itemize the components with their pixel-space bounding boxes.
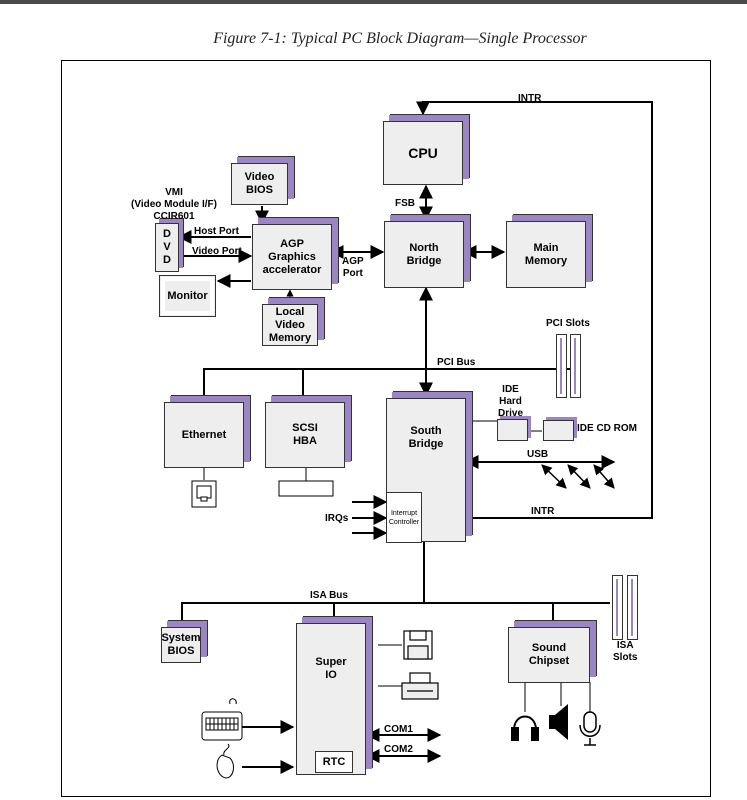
diagram-frame: [61, 60, 711, 797]
isa-bus-line: [181, 602, 610, 626]
system-bios-block: System BIOS: [161, 627, 201, 663]
pci-bus-line: [203, 368, 570, 400]
isa-slots-label: ISA Slots: [613, 640, 638, 663]
com1-label: COM1: [384, 724, 413, 735]
speaker-icon: [549, 704, 568, 740]
vmi-label: VMI (Video Module I/F) CCIR601: [131, 187, 217, 222]
isa-slot-2: [627, 575, 638, 640]
usb-label: USB: [527, 449, 549, 460]
super-io-block: Super IO: [296, 623, 366, 775]
pci-slot-1: [556, 334, 567, 398]
agp-graphics-block: AGP Graphics accelerator: [252, 224, 332, 290]
video-port-label: Video Port: [192, 246, 242, 257]
scsi-hba-block: SCSI HBA: [265, 402, 345, 468]
ethernet-jack-icon: [191, 480, 217, 508]
sound-chipset-block: Sound Chipset: [508, 627, 590, 683]
ide-cd-rom-label: IDE CD ROM: [577, 423, 637, 434]
main-memory-block: Main Memory: [506, 221, 586, 288]
agp-port-label: AGP Port: [342, 256, 364, 279]
pci-slots-label: PCI Slots: [546, 318, 590, 329]
top-rule: [0, 0, 747, 4]
com2-label: COM2: [384, 744, 413, 755]
dvd-letter-d1: D: [163, 228, 171, 240]
monitor-block: Monitor: [159, 275, 216, 317]
pci-bus-label: PCI Bus: [437, 357, 476, 368]
host-port-label: Host Port: [194, 226, 239, 237]
mouse-icon: [216, 743, 234, 779]
keyboard-icon: [201, 698, 243, 741]
isa-slot-1: [612, 575, 623, 640]
irqs-label: IRQs: [325, 513, 349, 524]
fsb-label: FSB: [395, 198, 415, 209]
video-bios-block: Video BIOS: [231, 163, 288, 205]
dvd-letter-d2: D: [163, 254, 171, 266]
intr-top-label: INTR: [518, 93, 542, 104]
pci-slot-2: [570, 334, 581, 398]
figure-caption: Figure 7-1: Typical PC Block Diagram—Sin…: [213, 30, 587, 47]
rtc-block: RTC: [315, 751, 353, 773]
south-bridge-label: South Bridge: [408, 425, 444, 450]
south-bridge-block: South Bridge: [386, 398, 466, 542]
cpu-block: CPU: [383, 121, 463, 185]
north-bridge-block: North Bridge: [384, 221, 464, 288]
scsi-connector-icon: [278, 480, 334, 497]
intr-bottom-label: INTR: [531, 506, 555, 517]
intr-top-line: [416, 101, 653, 519]
ide-hard-drive-block: [497, 419, 528, 441]
interrupt-controller-block: Interrupt Controller: [386, 492, 422, 543]
ethernet-block: Ethernet: [164, 402, 244, 468]
headphones-icon: [511, 715, 539, 741]
ide-hard-drive-label: IDE Hard Drive: [498, 384, 524, 419]
floppy-icon: [403, 630, 433, 660]
super-io-label: Super IO: [315, 656, 347, 681]
printer-icon: [401, 672, 439, 700]
dvd-letter-v: V: [163, 241, 171, 253]
local-video-memory-block: Local Video Memory: [262, 304, 318, 346]
dvd-block: D V D: [155, 223, 179, 272]
microphone-icon: [579, 711, 601, 746]
ide-cd-rom-block: [543, 420, 574, 441]
isa-bus-label: ISA Bus: [310, 590, 348, 601]
